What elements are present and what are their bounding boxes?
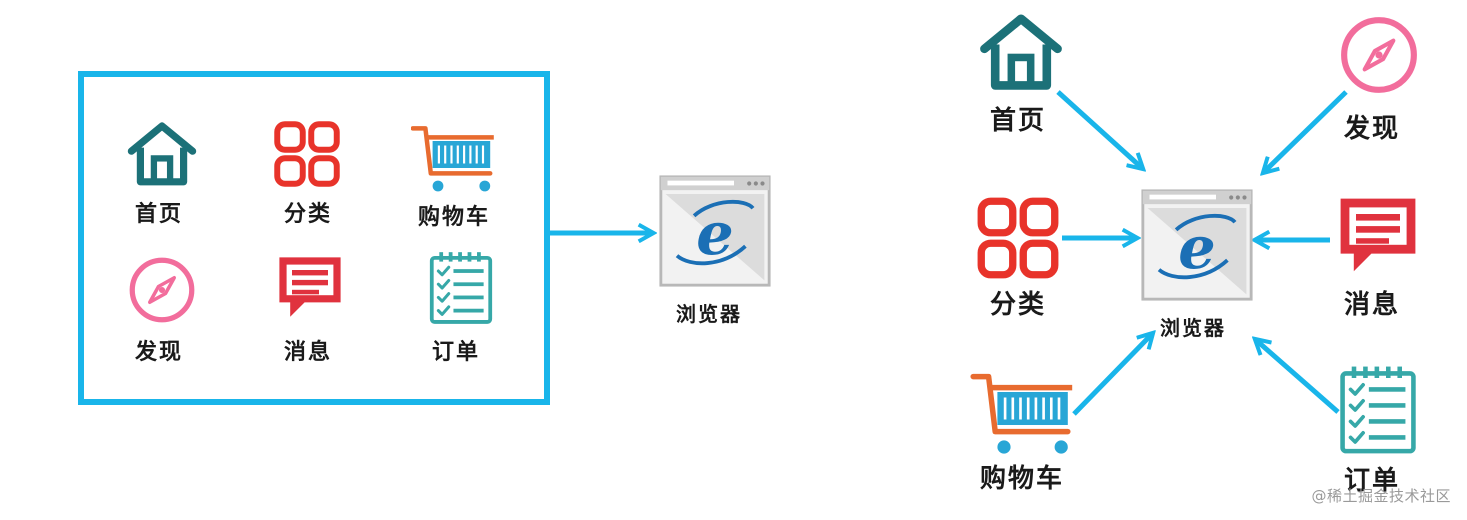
hub-label-order: 订单 (1344, 466, 1401, 496)
hub-label-home: 首页 (990, 106, 1047, 136)
hub-browser-label: 浏览器 (1160, 316, 1226, 340)
hub-label-category: 分类 (990, 290, 1047, 320)
module-label-message: 消息 (284, 340, 333, 365)
module-label-home: 首页 (135, 202, 184, 227)
module-label-order: 订单 (432, 340, 481, 365)
watermark: @稀土掘金技术社区 (1311, 487, 1451, 505)
module-label-cart: 购物车 (418, 205, 491, 230)
browser-label: 浏览器 (676, 302, 742, 326)
hub-label-cart: 购物车 (980, 464, 1065, 494)
order-list-icon (1338, 364, 1418, 456)
browser-ie-icon (1140, 188, 1254, 302)
app-modules-panel (78, 71, 550, 405)
shopping-cart-icon (970, 370, 1082, 458)
module-label-discover: 发现 (135, 340, 184, 365)
hub-label-discover: 发现 (1344, 114, 1401, 144)
category-grid-icon (976, 196, 1060, 280)
message-icon (1334, 192, 1422, 280)
module-label-category: 分类 (284, 202, 333, 227)
home-icon (978, 12, 1064, 90)
hub-label-message: 消息 (1344, 290, 1401, 320)
compass-icon (1338, 14, 1420, 96)
